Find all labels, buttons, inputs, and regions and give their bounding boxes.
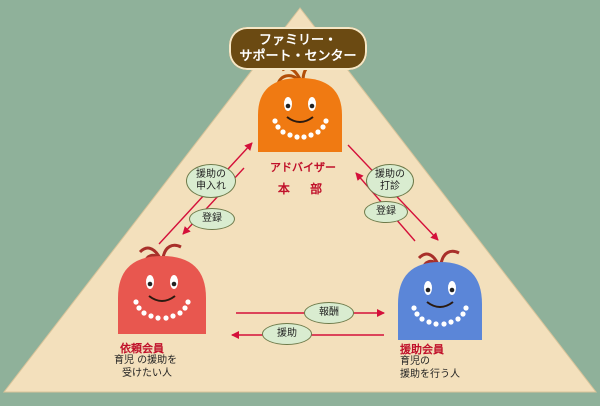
edge-label-right-upper: 援助の 打診 <box>366 164 414 198</box>
edge-label-left-lower: 登録 <box>189 208 235 230</box>
edge-label-left-upper-line2: 申入れ <box>196 181 226 192</box>
edge-label-bottom-lower-text: 援助 <box>277 328 297 339</box>
requester-character-icon <box>118 243 206 334</box>
edge-label-left-upper-line1: 援助の <box>196 169 226 180</box>
edge-label-bottom-lower: 援助 <box>262 323 312 345</box>
edge-label-right-lower-text: 登録 <box>376 206 396 217</box>
edge-label-right-lower: 登録 <box>364 201 408 223</box>
header-title-line1: ファミリー・ <box>258 32 337 48</box>
helper-desc-line1: 育児の <box>400 356 430 367</box>
edge-label-left-upper: 援助の 申入れ <box>186 164 236 198</box>
advisor-role-label: アドバイザー <box>270 161 336 174</box>
edge-label-right-upper-line1: 援助の <box>375 169 405 180</box>
edge-label-right-upper-line2: 打診 <box>380 181 400 192</box>
requester-desc-line2: 受けたい人 <box>122 368 172 379</box>
edge-label-left-lower-text: 登録 <box>202 213 222 224</box>
helper-desc-line2: 援助を行う人 <box>400 369 460 380</box>
requester-role-label: 依頼会員 <box>120 342 164 355</box>
edge-label-bottom-upper: 報酬 <box>304 302 354 324</box>
helper-character-icon <box>398 249 482 340</box>
helper-role-label: 援助会員 <box>400 343 444 356</box>
edge-label-bottom-upper-text: 報酬 <box>319 307 339 318</box>
header-badge: ファミリー・ サポート・センター <box>229 27 367 70</box>
header-title-line2: サポート・センター <box>239 48 357 64</box>
headquarters-label: 本 部 <box>277 182 331 196</box>
requester-desc-line1: 育児 の援助を <box>114 355 178 366</box>
advisor-character-icon <box>258 63 342 152</box>
